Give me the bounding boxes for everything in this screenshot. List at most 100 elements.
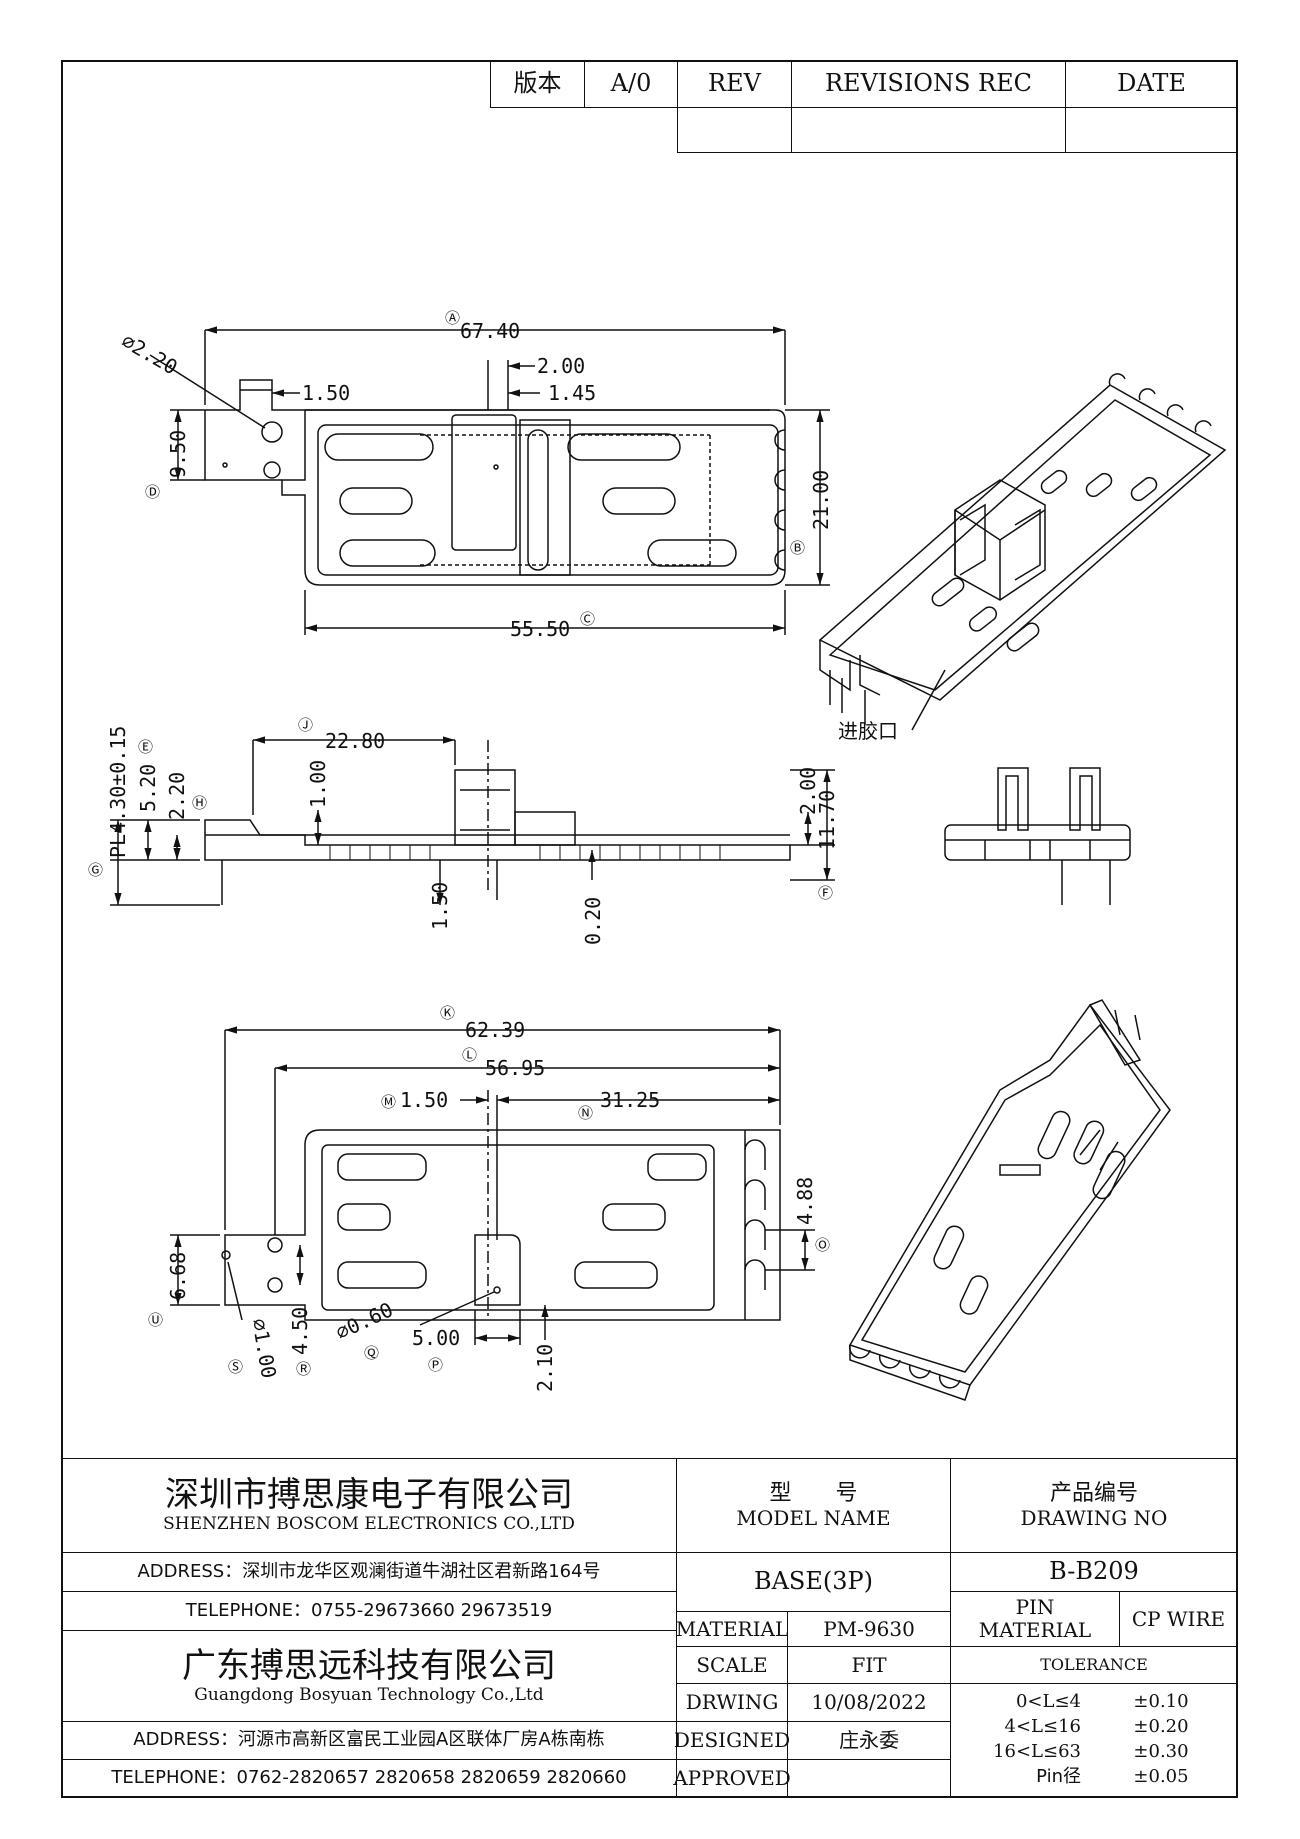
revisions-rec-header: REVISIONS REC — [791, 60, 1066, 108]
telephone2: TELEPHONE：0762-2820657 2820658 2820659 2… — [61, 1759, 677, 1798]
svg-text:4.88: 4.88 — [793, 1177, 817, 1225]
tolerance-value: ±0.30 — [1133, 1741, 1189, 1762]
drawing-no-header: 产品编号 DRAWING NO — [950, 1458, 1238, 1553]
model-name-header: 型 号 MODEL NAME — [676, 1458, 951, 1553]
gate-label: 进胶口 — [838, 719, 898, 743]
svg-text:Ⓑ: Ⓑ — [790, 539, 805, 557]
material-label: MATERIAL — [676, 1611, 788, 1647]
company2-en: Guangdong Bosyuan Technology Co.,Ltd — [194, 1684, 544, 1705]
designed-label: DESIGNED — [674, 1721, 790, 1760]
svg-text:67.40: 67.40 — [460, 319, 520, 343]
svg-text:4.50: 4.50 — [288, 1307, 312, 1355]
svg-text:11.70: 11.70 — [815, 790, 839, 850]
svg-text:55.50: 55.50 — [510, 617, 570, 641]
model-name-cn: 型 号 — [769, 1481, 858, 1507]
tolerance-range: 4<L≤16 — [1004, 1716, 1081, 1737]
company2-cn: 广东搏思远科技有限公司 — [182, 1645, 556, 1686]
bottom-view: 62.39 Ⓚ 56.95 Ⓛ 1.50 Ⓜ 31.25 Ⓝ 4.88 Ⓞ 6.… — [148, 1004, 830, 1392]
designed-value: 庄永委 — [787, 1721, 951, 1760]
version-label: 版本 — [490, 60, 585, 108]
svg-text:Ⓒ: Ⓒ — [580, 610, 595, 628]
svg-text:Ⓢ: Ⓢ — [228, 1358, 243, 1376]
svg-text:1.50: 1.50 — [302, 381, 350, 405]
svg-text:0.20: 0.20 — [581, 897, 605, 945]
svg-text:31.25: 31.25 — [600, 1088, 660, 1112]
company2-block: 广东搏思远科技有限公司 Guangdong Bosyuan Technology… — [61, 1630, 677, 1722]
model-value: BASE(3P) — [676, 1552, 951, 1612]
approved-label: APPROVED — [673, 1759, 791, 1798]
svg-text:Ⓕ: Ⓕ — [818, 884, 833, 902]
company1-block: 深圳市搏思康电子有限公司 SHENZHEN BOSCOM ELECTRONICS… — [61, 1458, 677, 1553]
svg-text:Ⓓ: Ⓓ — [145, 483, 160, 501]
address2: ADDRESS：河源市高新区富民工业园A区联体厂房A栋南栋 — [61, 1721, 677, 1760]
address1: ADDRESS：深圳市龙华区观澜街道牛湖社区君新路164号 — [61, 1552, 677, 1592]
drawing-date-value: 10/08/2022 — [787, 1683, 951, 1722]
technical-drawing: 67.40 Ⓐ 21.00 Ⓑ 55.50 Ⓒ 2.00 1.45 1.50 ⌀… — [88, 309, 1227, 1401]
company1-cn: 深圳市搏思康电子有限公司 — [165, 1475, 573, 1516]
svg-text:Ⓤ: Ⓤ — [148, 1311, 163, 1329]
svg-text:Ⓝ: Ⓝ — [578, 1104, 593, 1122]
tolerance-value: ±0.20 — [1133, 1716, 1189, 1737]
svg-text:21.00: 21.00 — [809, 470, 833, 530]
drawing-value: B-B209 — [950, 1552, 1238, 1592]
svg-text:Ⓛ: Ⓛ — [462, 1046, 477, 1064]
svg-text:1.00: 1.00 — [306, 760, 330, 808]
material-value: PM-9630 — [787, 1611, 951, 1647]
scale-label: SCALE — [676, 1646, 788, 1684]
svg-text:Ⓟ: Ⓟ — [428, 1356, 443, 1374]
approved-value — [787, 1759, 951, 1798]
svg-text:56.95: 56.95 — [485, 1056, 545, 1080]
tolerance-range: 16<L≤63 — [993, 1741, 1081, 1762]
pin-material-value: CP WIRE — [1119, 1591, 1238, 1647]
svg-text:22.80: 22.80 — [325, 729, 385, 753]
model-name-en: MODEL NAME — [736, 1505, 891, 1530]
tolerance-title: TOLERANCE — [950, 1646, 1238, 1684]
svg-text:PL4.30±0.15: PL4.30±0.15 — [106, 726, 130, 858]
svg-text:9.50: 9.50 — [166, 430, 190, 478]
tolerance-table: 0<L≤4 ±0.10 4<L≤16 ±0.20 16<L≤63 ±0.30 P… — [951, 1684, 1237, 1797]
svg-text:Ⓡ: Ⓡ — [296, 1360, 311, 1378]
pin-material-label-1: PIN — [1015, 1595, 1055, 1619]
telephone1: TELEPHONE：0755-29673660 29673519 — [61, 1591, 677, 1631]
svg-text:2.00: 2.00 — [796, 767, 820, 815]
date-cell-empty — [1065, 107, 1238, 153]
svg-text:Ⓔ: Ⓔ — [138, 738, 153, 756]
isometric-view-bottom — [848, 999, 1171, 1401]
svg-text:2.10: 2.10 — [533, 1344, 557, 1392]
svg-text:62.39: 62.39 — [465, 1018, 525, 1042]
drawing-date-label: DRWING — [676, 1683, 788, 1722]
tolerance-range: 0<L≤4 — [1015, 1691, 1081, 1712]
svg-text:1.45: 1.45 — [548, 381, 596, 405]
svg-text:6.68: 6.68 — [166, 1252, 190, 1300]
pin-material-label: PIN MATERIAL — [950, 1591, 1120, 1647]
side-view: 22.80 Ⓙ PL4.30±0.15 Ⓖ 5.20 Ⓔ 2.20 Ⓗ 1.00… — [88, 716, 839, 945]
rev-header: REV — [677, 60, 792, 108]
svg-text:Ⓖ: Ⓖ — [88, 861, 103, 879]
svg-text:⌀0.60: ⌀0.60 — [332, 1297, 397, 1344]
drawing-no-en: DRAWING NO — [1020, 1505, 1168, 1530]
svg-text:Ⓗ: Ⓗ — [192, 794, 207, 812]
svg-text:Ⓠ: Ⓠ — [364, 1344, 379, 1362]
svg-text:Ⓚ: Ⓚ — [440, 1004, 455, 1022]
svg-text:Ⓙ: Ⓙ — [298, 716, 313, 734]
scale-value: FIT — [787, 1646, 951, 1684]
top-view: 67.40 Ⓐ 21.00 Ⓑ 55.50 Ⓒ 2.00 1.45 1.50 ⌀… — [118, 309, 834, 641]
svg-text:5.20: 5.20 — [136, 764, 160, 812]
pin-material-label-2: MATERIAL — [978, 1618, 1092, 1642]
tolerance-value: ±0.05 — [1133, 1766, 1189, 1787]
svg-text:Ⓞ: Ⓞ — [815, 1236, 830, 1254]
tolerance-value: ±0.10 — [1133, 1691, 1189, 1712]
svg-text:⌀2.20: ⌀2.20 — [118, 329, 182, 380]
svg-text:⌀1.00: ⌀1.00 — [247, 1317, 281, 1380]
drawing-no-cn: 产品编号 — [1049, 1481, 1138, 1507]
svg-text:1.50: 1.50 — [428, 882, 452, 930]
svg-text:2.00: 2.00 — [537, 354, 585, 378]
end-view — [944, 767, 1131, 905]
company1-en: SHENZHEN BOSCOM ELECTRONICS CO.,LTD — [163, 1514, 575, 1535]
isometric-view-top — [818, 373, 1227, 731]
svg-text:2.20: 2.20 — [165, 772, 189, 820]
svg-text:5.00: 5.00 — [412, 1326, 460, 1350]
tolerance-range: Pin径 — [1036, 1766, 1081, 1787]
svg-text:Ⓜ: Ⓜ — [381, 1093, 396, 1111]
svg-text:1.50: 1.50 — [400, 1088, 448, 1112]
